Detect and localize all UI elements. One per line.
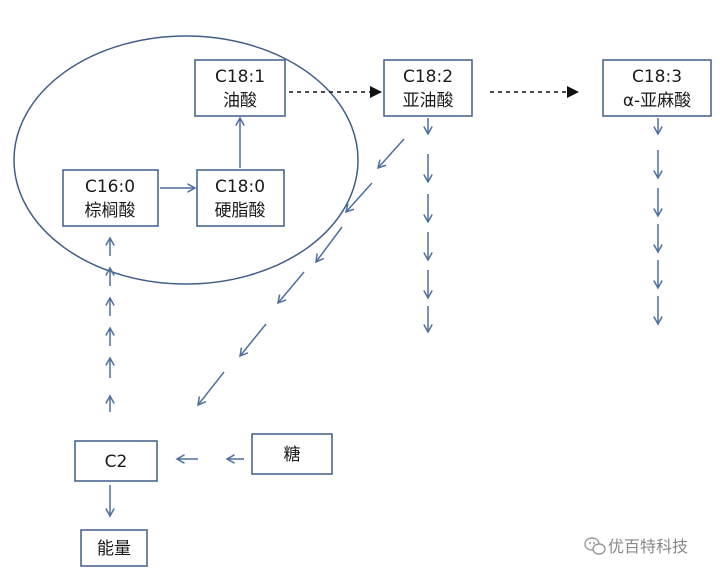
node-c16: C16:0 棕榈酸	[62, 169, 159, 227]
node-c18-3-line2: α-亚麻酸	[623, 91, 691, 111]
node-c18-2-line2: 亚油酸	[403, 91, 454, 111]
watermark-text: 优百特科技	[608, 537, 688, 556]
node-c18-1-line1: C18:1	[215, 67, 265, 87]
node-c18-3-line1: C18:3	[632, 67, 682, 87]
node-c18-0-line1: C18:0	[215, 177, 265, 197]
node-sugar: 糖	[251, 433, 333, 475]
node-c18-0-line2: 硬脂酸	[215, 201, 266, 221]
node-c2-label: C2	[105, 452, 128, 472]
wechat-icon	[584, 537, 606, 555]
node-c16-line2: 棕榈酸	[85, 201, 136, 221]
node-c18-2-line1: C18:2	[403, 67, 453, 87]
node-c18-1: C18:1 油酸	[194, 59, 286, 117]
node-c18-2: C18:2 亚油酸	[383, 59, 473, 117]
node-c16-line1: C16:0	[85, 177, 135, 197]
node-c18-0: C18:0 硬脂酸	[196, 169, 285, 227]
synthesis-ellipse	[13, 35, 359, 285]
node-c18-3: C18:3 α-亚麻酸	[602, 59, 712, 117]
node-sugar-label: 糖	[284, 445, 301, 465]
node-energy-label: 能量	[97, 539, 131, 559]
watermark: 优百特科技	[584, 537, 688, 556]
node-c2: C2	[74, 440, 158, 482]
node-c18-1-line2: 油酸	[223, 91, 257, 111]
node-energy: 能量	[80, 529, 148, 567]
c18-2-to-c2-diagonal-chain	[197, 138, 405, 407]
